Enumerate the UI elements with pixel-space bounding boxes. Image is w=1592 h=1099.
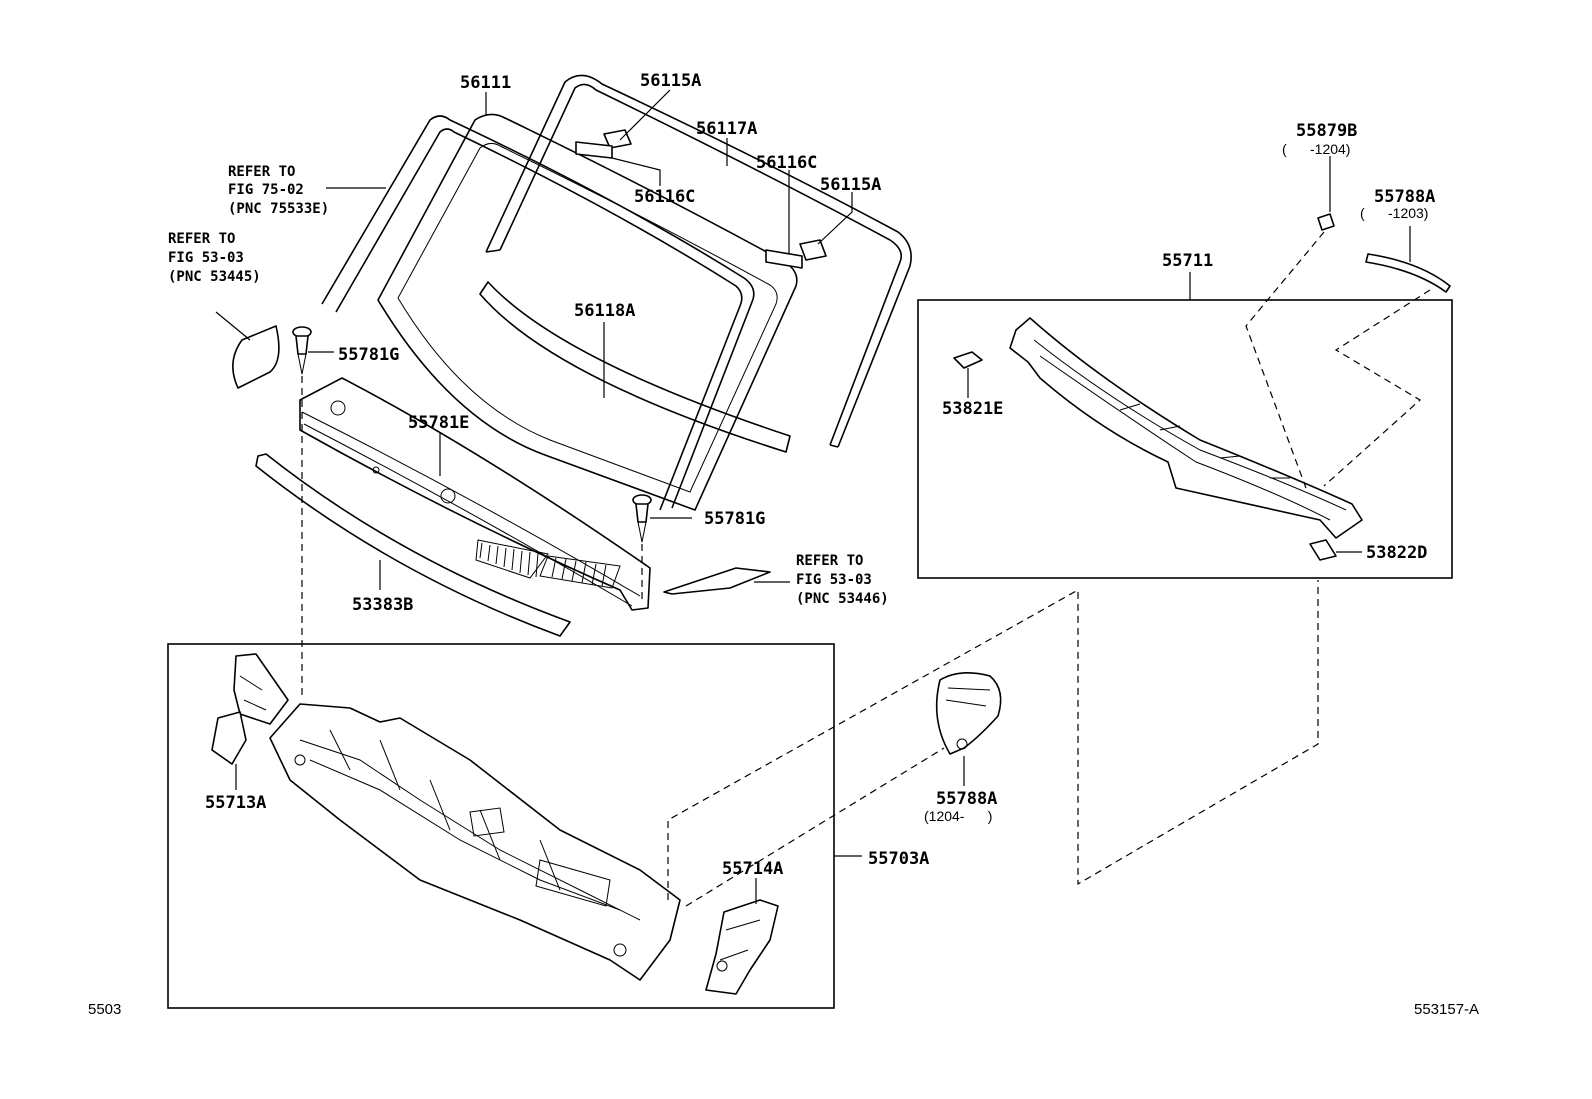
refer-53445-line2: FIG 53-03	[168, 250, 244, 266]
label-53383B: 53383B	[352, 595, 413, 615]
label-56115A-right: 56115A	[820, 175, 881, 195]
label-56116C-left: 56116C	[634, 187, 695, 207]
pad-56115A-right	[799, 239, 827, 261]
bracket-55713A	[211, 653, 289, 765]
side-cover-53446	[663, 567, 771, 595]
label-55781E: 55781E	[408, 413, 469, 433]
refer-75-02-line2: FIG 75-02	[228, 182, 304, 198]
label-55703A: 55703A	[868, 849, 929, 869]
footer-right-code: 553157-A	[1414, 1001, 1479, 1018]
part-55788A-mid	[935, 672, 1002, 786]
label-56117A: 56117A	[696, 119, 757, 139]
label-56116C-right: 56116C	[756, 153, 817, 173]
leader-lines-upper	[215, 89, 853, 700]
label-53821E: 53821E	[942, 399, 1003, 419]
cowl-louver-55781E	[299, 377, 651, 611]
side-cover-53445	[232, 325, 280, 389]
leader-lines-lower	[235, 580, 1319, 907]
refer-53446-line3: (PNC 53446)	[796, 591, 889, 607]
clip-53822D	[1309, 539, 1362, 561]
pad-56115A-top	[603, 129, 632, 149]
label-56111: 56111	[460, 73, 511, 93]
label-55711: 55711	[1162, 251, 1213, 271]
label-55781G-right: 55781G	[704, 509, 765, 529]
clip-53821E	[953, 351, 983, 398]
part-55879B	[1245, 156, 1335, 489]
note-55788A-top: ( -1203)	[1360, 205, 1428, 221]
refer-53446-line1: REFER TO	[796, 553, 863, 569]
cowl-panel-55703A	[269, 703, 681, 981]
moulding-56117A	[485, 74, 912, 448]
refer-53446-line2: FIG 53-03	[796, 572, 872, 588]
box-55711	[917, 299, 1453, 579]
label-55714A: 55714A	[722, 859, 783, 879]
refer-53445-line3: (PNC 53445)	[168, 269, 261, 285]
clip-55781G-right	[632, 494, 652, 543]
label-55781G-left: 55781G	[338, 345, 399, 365]
cowl-inner-55711	[1009, 317, 1363, 539]
windshield-dam	[321, 115, 755, 511]
label-56115A-top: 56115A	[640, 71, 701, 91]
label-56118A: 56118A	[574, 301, 635, 321]
pad-56116C-right	[765, 249, 803, 269]
refer-53445-line1: REFER TO	[168, 231, 235, 247]
label-55788A-top: 55788A	[1374, 187, 1435, 207]
note-55879B: ( -1204)	[1282, 141, 1350, 157]
label-55788A-mid: 55788A	[936, 789, 997, 809]
seal-53383B	[255, 453, 571, 637]
footer-left-code: 5503	[88, 1001, 121, 1018]
part-55788A-top	[1323, 226, 1451, 487]
refer-75-02-line3: (PNC 75533E)	[228, 201, 329, 217]
bracket-55714A	[705, 899, 779, 995]
refer-75-02-line1: REFER TO	[228, 164, 295, 180]
label-55713A: 55713A	[205, 793, 266, 813]
note-55788A-mid: (1204- )	[924, 808, 992, 824]
label-55879B: 55879B	[1296, 121, 1357, 141]
box-55703A	[167, 643, 835, 1009]
weatherstrip-56118A	[479, 281, 791, 453]
clip-55781G-left	[292, 326, 312, 375]
label-53822D: 53822D	[1366, 543, 1427, 563]
